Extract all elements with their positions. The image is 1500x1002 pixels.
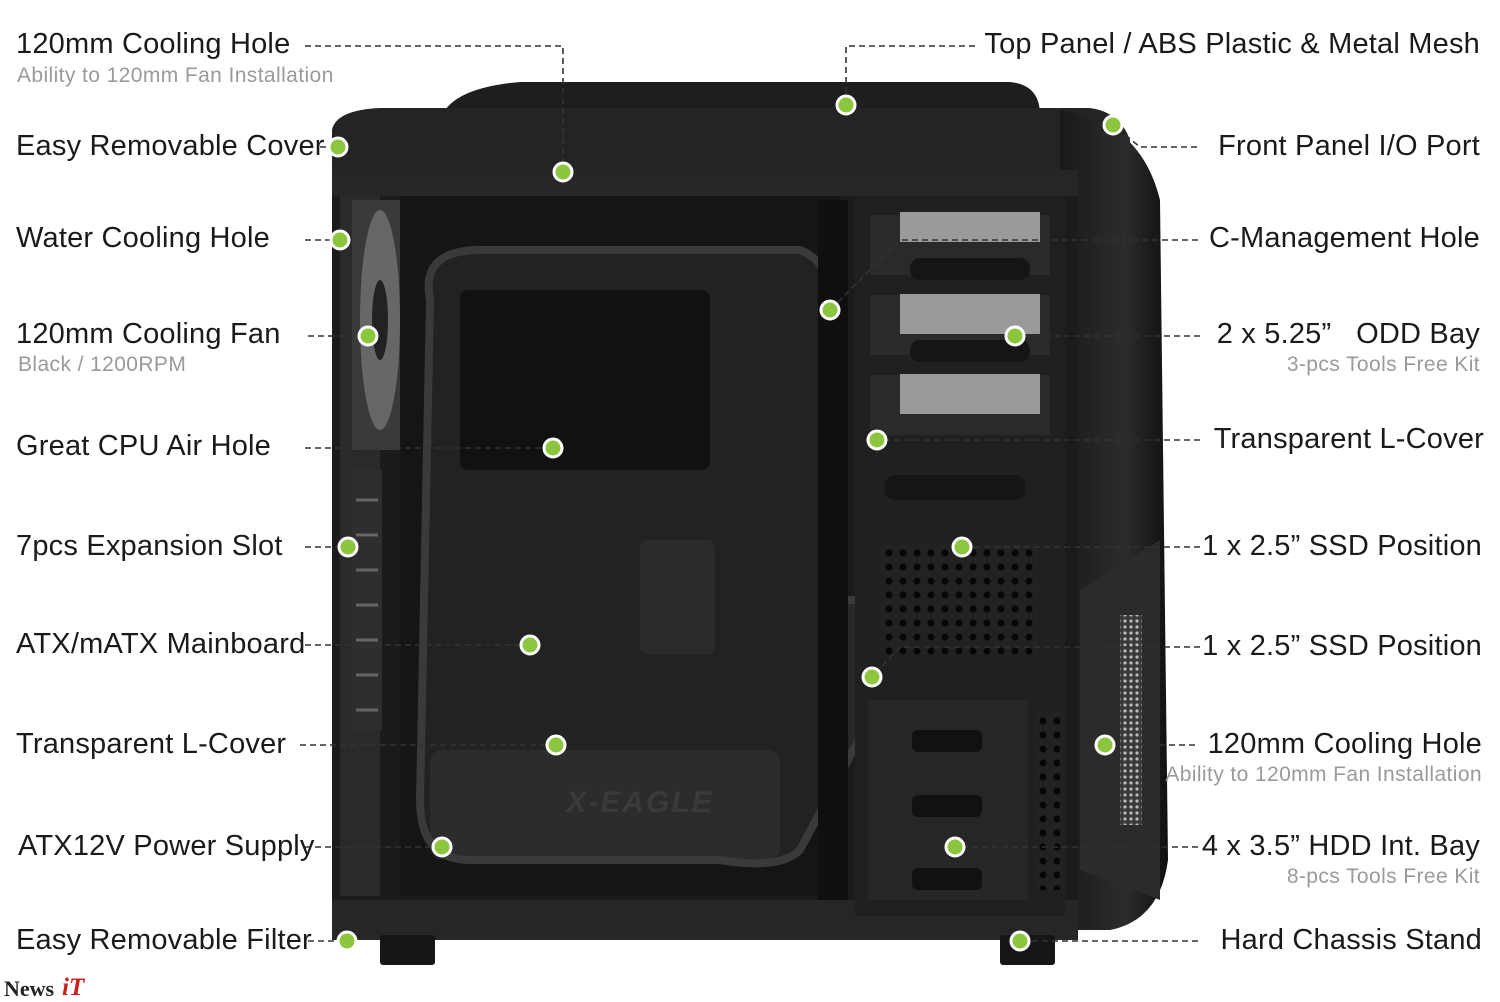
sublabel-cooling-hole-top: Ability to 120mm Fan Installation (17, 64, 334, 87)
logo-news-text: News (4, 976, 55, 1001)
expansion-slots (352, 470, 382, 730)
marker-dot-c-management (819, 299, 841, 321)
sublabel-hdd-bay: 8-pcs Tools Free Kit (1286, 865, 1480, 888)
odd-bays (870, 212, 1050, 435)
leader-line-front-io (1112, 124, 1197, 148)
label-cpu-air: Great CPU Air Hole (16, 430, 272, 462)
label-c-management: C-Management Hole (1209, 222, 1480, 254)
ssd-mesh (882, 545, 1038, 655)
cpu-cutout (460, 290, 710, 470)
marker-dot-expansion (337, 536, 359, 558)
marker-dot-l-cover-left (545, 734, 567, 756)
label-cooling-hole-top: 120mm Cooling Hole (16, 28, 291, 60)
sublabel-cooling-hole-front: Ability to 120mm Fan Installation (1165, 763, 1482, 786)
label-expansion: 7pcs Expansion Slot (16, 530, 283, 562)
case-badge: X-EAGLE (564, 786, 713, 819)
marker-dot-power-supply (431, 836, 453, 858)
label-chassis-stand: Hard Chassis Stand (1220, 924, 1482, 956)
label-ssd-1: 1 x 2.5” SSD Position (1202, 530, 1482, 562)
marker-dot-cooling-hole-front (1094, 734, 1116, 756)
marker-dot-l-cover-right (866, 429, 888, 451)
label-cooling-fan: 120mm Cooling Fan (16, 318, 281, 350)
label-l-cover-right: Transparent L-Cover (1213, 423, 1484, 455)
marker-dot-cooling-fan (357, 325, 379, 347)
marker-dot-odd-bay (1004, 325, 1026, 347)
hdd-bays (868, 700, 1060, 900)
sublabel-cooling-fan: Black / 1200RPM (18, 353, 187, 376)
marker-dot-filter (336, 930, 358, 952)
marker-dot-removable-cover (327, 136, 349, 158)
leader-line-c-management (829, 239, 1198, 311)
label-top-panel: Top Panel / ABS Plastic & Metal Mesh (984, 28, 1480, 60)
callout-markers (327, 94, 1124, 952)
leader-line-top-panel (845, 45, 975, 105)
marker-dot-cooling-hole-top (552, 161, 574, 183)
callout-leader-lines (300, 45, 1200, 942)
label-l-cover-left: Transparent L-Cover (16, 728, 287, 760)
newsit-logo: News iT (4, 966, 104, 1001)
label-ssd-2: 1 x 2.5” SSD Position (1202, 630, 1482, 662)
label-odd-bay: 2 x 5.25” ODD Bay (1216, 318, 1480, 350)
pc-case: X-EAGLE (332, 82, 1168, 965)
label-removable-cover: Easy Removable Cover (16, 130, 325, 162)
leader-line-cooling-hole-top (305, 45, 564, 172)
label-cooling-hole-front: 120mm Cooling Hole (1207, 728, 1482, 760)
marker-dot-hdd-bay (944, 836, 966, 858)
label-filter: Easy Removable Filter (16, 924, 312, 956)
marker-dot-front-io (1102, 114, 1124, 136)
label-hdd-bay: 4 x 3.5” HDD Int. Bay (1201, 830, 1480, 862)
sublabel-odd-bay: 3-pcs Tools Free Kit (1286, 353, 1480, 376)
case-foot-left (380, 935, 435, 965)
marker-dot-top-panel (835, 94, 857, 116)
logo-it-text: iT (62, 974, 85, 1001)
marker-dot-ssd-1 (951, 536, 973, 558)
marker-dot-water-cooling (329, 229, 351, 251)
label-power-supply: ATX12V Power Supply (18, 830, 315, 862)
leader-line-ssd-2 (871, 646, 1200, 678)
label-mainboard: ATX/mATX Mainboard (16, 628, 306, 660)
marker-dot-chassis-stand (1009, 930, 1031, 952)
marker-dot-cpu-air (542, 437, 564, 459)
label-water-cooling: Water Cooling Hole (16, 222, 270, 254)
label-front-io: Front Panel I/O Port (1218, 130, 1480, 162)
marker-dot-ssd-2 (861, 666, 883, 688)
marker-dot-mainboard (519, 634, 541, 656)
